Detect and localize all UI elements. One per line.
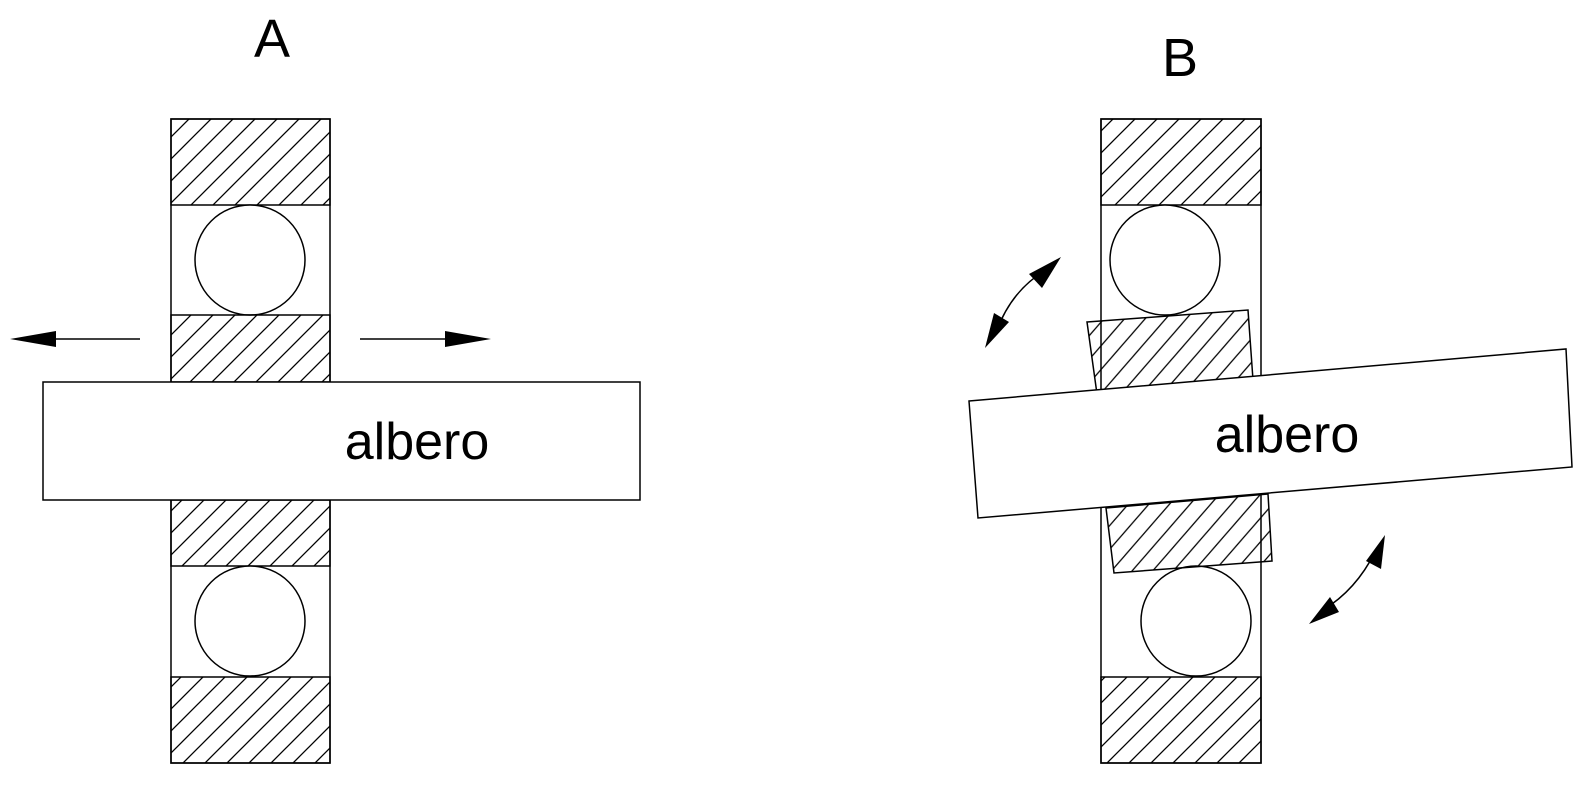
panel-a: A albero	[10, 9, 641, 764]
panel-b-rotation-arrow-bottom-icon	[1309, 535, 1385, 624]
panel-a-shaft-label: albero	[345, 413, 490, 471]
panel-a-inner-ring-top	[170, 314, 331, 383]
panel-b-inner-ring-bottom	[1105, 493, 1273, 574]
panel-a-arrow-left-icon	[10, 331, 140, 347]
panel-b-outer-ring-bottom	[1100, 676, 1262, 764]
panel-b-label: B	[1162, 28, 1198, 88]
panel-a-ball-bottom	[194, 565, 306, 677]
panel-b-shaft-label: albero	[1215, 406, 1360, 464]
panel-a-arrow-right-icon	[360, 331, 491, 347]
panel-a-ball-top	[194, 204, 306, 316]
panel-b-rotation-arrow-top-icon	[985, 257, 1061, 348]
panel-a-outer-ring-bottom	[170, 676, 331, 764]
panel-a-shaft	[42, 381, 641, 501]
panel-b-shaft	[968, 348, 1573, 519]
panel-b-ball-top	[1109, 204, 1221, 316]
panel-b-outer-ring-top	[1100, 118, 1262, 206]
panel-a-outer-ring-top	[170, 118, 331, 206]
panel-a-label: A	[254, 9, 290, 69]
panel-b-ball-bottom	[1140, 565, 1252, 677]
panel-a-inner-ring-bottom	[170, 499, 331, 567]
panel-b: B albero	[968, 28, 1573, 764]
